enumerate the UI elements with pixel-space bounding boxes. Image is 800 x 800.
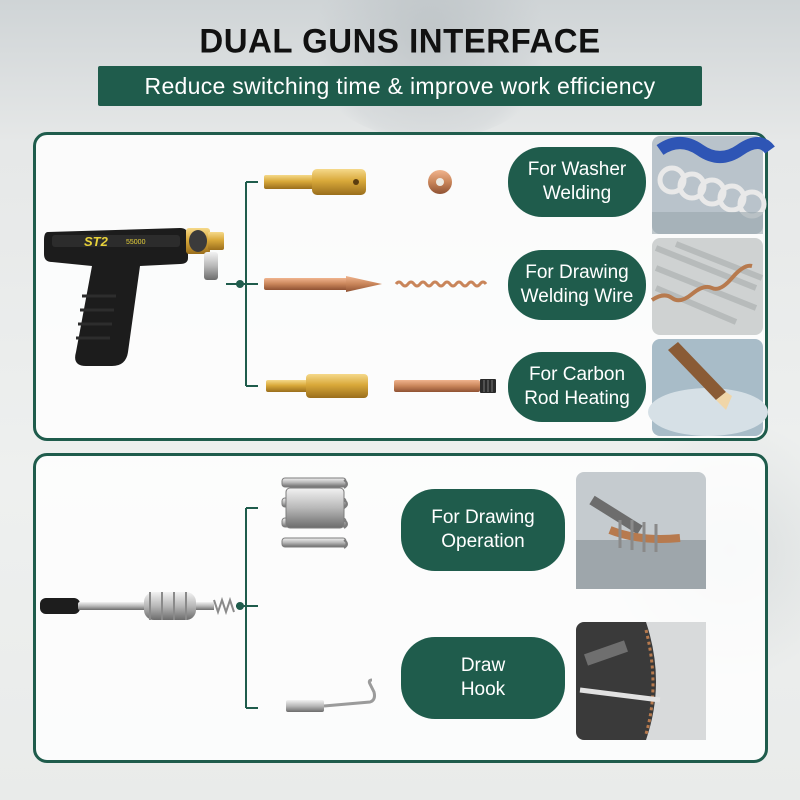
subtitle-banner: Reduce switching time & improve work eff…	[98, 66, 702, 106]
welding-wire-icon	[394, 280, 488, 288]
multi-hook-puller-icon	[281, 477, 348, 549]
label-line: For Washer	[527, 159, 627, 180]
carbon-tip-icon	[266, 374, 368, 398]
photo-drawing-operation	[576, 472, 706, 589]
photo-drawing-wire	[650, 238, 764, 335]
label-line: Rod Heating	[524, 388, 630, 409]
gun-model-label: 55000	[126, 239, 146, 246]
label-line: Hook	[460, 679, 506, 700]
carbon-rod-icon	[394, 379, 496, 393]
drawing-tip-icon	[264, 276, 382, 292]
washer-tip-icon	[264, 169, 366, 195]
label-line: Draw	[460, 655, 506, 676]
photo-draw-hook	[576, 622, 706, 740]
welding-gun-icon: ST2 55000	[44, 228, 224, 366]
connector-dot	[236, 602, 244, 610]
draw-hook-icon	[286, 678, 376, 712]
label-line: Operation	[441, 531, 525, 552]
photo-carbon-rod	[648, 339, 768, 436]
label-line: Welding	[542, 183, 612, 204]
label-drawing-welding-wire: For Drawing Welding Wire	[508, 250, 646, 320]
label-drawing-operation: For Drawing Operation	[401, 489, 565, 571]
label-washer-welding: For Washer Welding	[508, 147, 646, 217]
slide-hammer-icon	[40, 592, 235, 620]
connector-dot	[236, 280, 244, 288]
label-line: For Drawing	[431, 507, 535, 528]
gun-brand-label: ST2	[84, 234, 109, 249]
label-draw-hook: Draw Hook	[401, 637, 565, 719]
page-title: DUAL GUNS INTERFACE	[199, 21, 601, 60]
label-line: For Drawing	[525, 262, 629, 283]
washer-icon	[428, 170, 452, 194]
photo-washer-welding	[652, 136, 775, 234]
label-carbon-rod-heating: For Carbon Rod Heating	[508, 352, 646, 422]
label-line: Welding Wire	[520, 286, 634, 307]
label-line: For Carbon	[528, 364, 626, 385]
